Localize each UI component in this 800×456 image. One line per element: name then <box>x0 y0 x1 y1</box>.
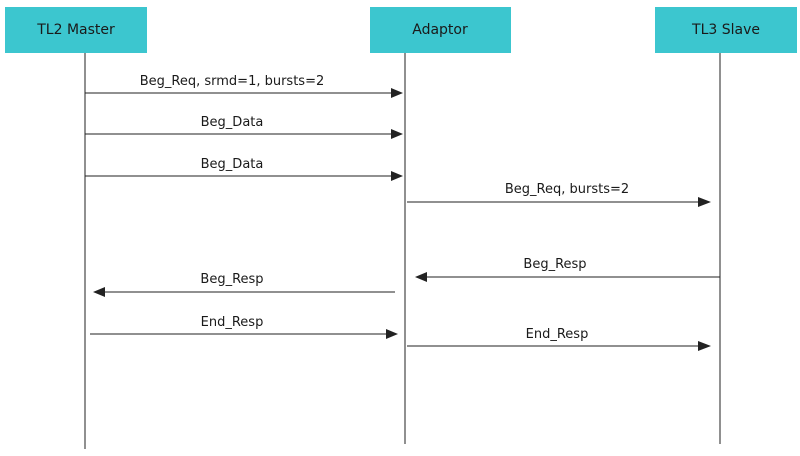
message-1-label: Beg_Req, srmd=1, bursts=2 <box>140 74 325 89</box>
message-5-arrowhead <box>415 272 427 282</box>
participant-adaptor-box <box>370 7 511 53</box>
participant-master: TL2 Master <box>5 7 147 53</box>
message-7-arrowhead <box>386 329 398 339</box>
message-2: Beg_Data <box>85 115 403 139</box>
message-3-label: Beg_Data <box>201 157 264 172</box>
message-3: Beg_Data <box>85 157 403 181</box>
participant-adaptor: Adaptor <box>370 7 511 53</box>
message-5-label: Beg_Resp <box>523 257 586 272</box>
message-4-label: Beg_Req, bursts=2 <box>505 182 629 197</box>
message-2-arrowhead <box>391 129 403 139</box>
message-6: Beg_Resp <box>93 272 395 297</box>
message-8-arrowhead <box>698 341 711 351</box>
message-3-arrowhead <box>391 171 403 181</box>
message-6-arrowhead <box>93 287 105 297</box>
participant-slave-box <box>655 7 797 53</box>
participant-slave: TL3 Slave <box>655 7 797 53</box>
message-2-label: Beg_Data <box>201 115 264 130</box>
message-4: Beg_Req, bursts=2 <box>407 182 711 207</box>
message-1: Beg_Req, srmd=1, bursts=2 <box>85 74 403 98</box>
message-5: Beg_Resp <box>415 257 720 282</box>
participant-slave-label: TL3 Slave <box>691 22 760 38</box>
participant-master-box <box>5 7 147 53</box>
participant-adaptor-label: Adaptor <box>412 22 468 38</box>
message-7: End_Resp <box>90 315 398 339</box>
message-1-arrowhead <box>391 88 403 98</box>
participant-master-label: TL2 Master <box>36 22 115 38</box>
message-4-arrowhead <box>698 197 711 207</box>
message-8-label: End_Resp <box>526 327 589 342</box>
message-7-label: End_Resp <box>201 315 264 330</box>
message-6-label: Beg_Resp <box>200 272 263 287</box>
message-8: End_Resp <box>407 327 711 351</box>
